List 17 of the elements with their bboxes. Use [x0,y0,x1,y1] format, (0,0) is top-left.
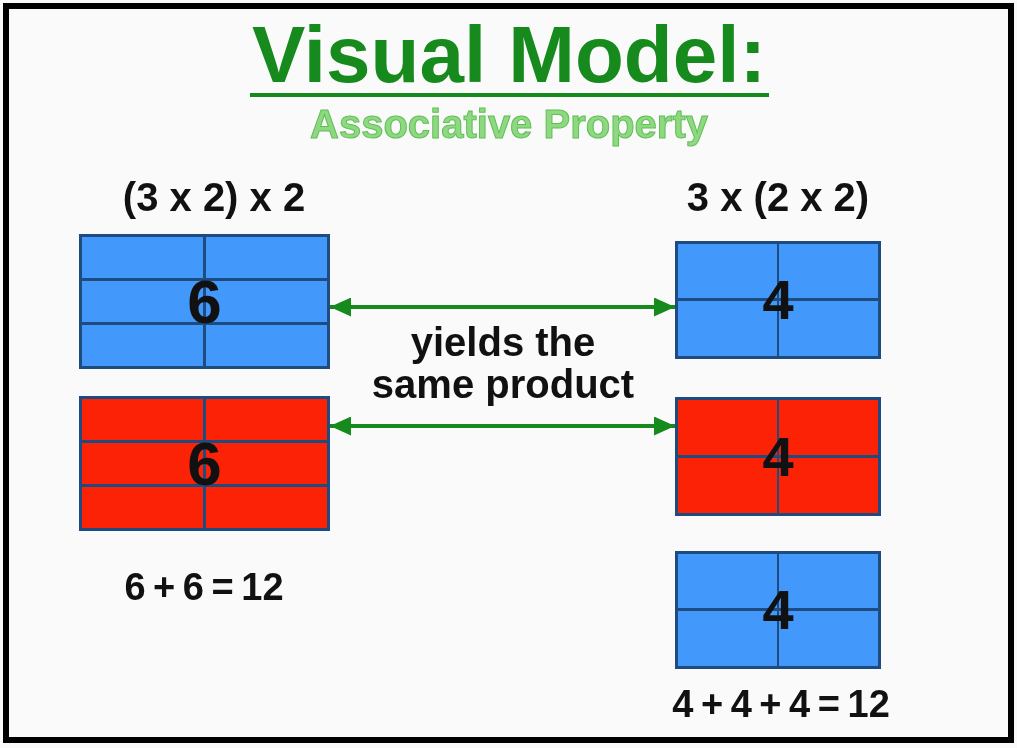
array-grid [79,396,330,531]
double-arrow [330,297,675,317]
array-grid [675,241,881,359]
double-arrow [330,416,675,436]
product-number: 4 [762,272,794,328]
array-grid [675,551,881,669]
array-grid [79,234,330,369]
array-grid [675,397,881,516]
product-number: 4 [762,582,794,638]
expression-heading: 3 x (2 x 2) [686,175,870,219]
statement-text: yields the same product [370,321,636,405]
sum-equation: 4 + 4 + 4 = 12 [672,685,890,723]
product-number: 6 [187,270,222,333]
title: Visual Model: [251,19,767,91]
expression-heading: (3 x 2) x 2 [122,175,306,219]
sum-equation: 6 + 6 = 12 [124,568,284,606]
subtitle: Associative Property [310,104,708,144]
